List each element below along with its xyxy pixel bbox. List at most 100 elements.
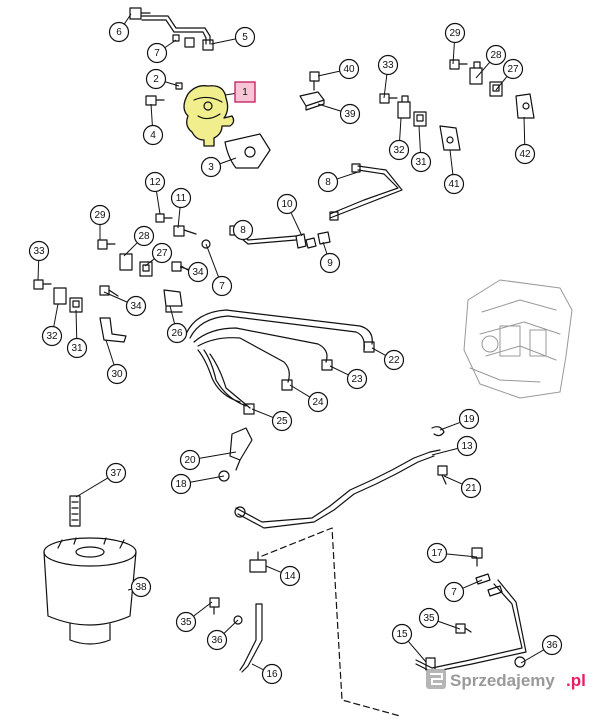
leader-line <box>165 81 180 87</box>
callout-33: 33 <box>28 240 50 262</box>
callout-39: 39 <box>339 103 361 125</box>
part-clip-32-top <box>397 95 411 119</box>
leader-line <box>205 243 219 277</box>
callout-27: 27 <box>502 58 524 80</box>
callout-label: 41 <box>448 179 460 190</box>
callout-2: 2 <box>145 68 167 90</box>
callout-5: 5 <box>234 26 256 48</box>
callout-15: 15 <box>391 623 413 645</box>
callout-label: 30 <box>111 369 123 380</box>
leader-line <box>251 408 273 418</box>
callout-bubble <box>279 565 301 587</box>
callout-label: 38 <box>135 582 147 593</box>
callout-3: 3 <box>200 156 222 178</box>
callout-23: 23 <box>346 368 368 390</box>
part-screw-33-top <box>379 93 398 104</box>
callout-label: 25 <box>276 416 288 427</box>
leader-line <box>210 38 236 45</box>
leader-line <box>123 242 138 257</box>
part-filter-element-37 <box>69 495 81 527</box>
callout-bubble <box>317 171 339 193</box>
callout-37: 37 <box>105 462 127 484</box>
callout-label: 34 <box>192 267 204 278</box>
part-screw-29-top <box>449 59 468 70</box>
leader-line <box>223 619 239 634</box>
callout-bubble <box>339 103 361 125</box>
leader-line <box>169 305 175 324</box>
callout-bubble <box>460 477 482 499</box>
callout-bubble <box>41 325 63 347</box>
callout-label: 11 <box>176 193 187 204</box>
leader-line <box>383 74 388 99</box>
callout-bubble <box>426 542 448 564</box>
part-line-5 <box>141 15 214 51</box>
callout-bubble <box>211 275 233 297</box>
callout-label: 24 <box>312 397 324 408</box>
leader-line <box>37 260 40 281</box>
part-gasket-3 <box>224 133 271 169</box>
callout-label: 35 <box>180 617 192 628</box>
callout-bubble <box>391 623 413 645</box>
part-bracket-26 <box>163 289 183 313</box>
leader-line <box>399 117 402 141</box>
callout-label: 5 <box>242 32 248 43</box>
leader-line <box>199 451 237 459</box>
callout-bubble <box>514 143 536 165</box>
leader-line <box>520 649 544 664</box>
part-nut-36-right <box>514 656 526 668</box>
callout-label: 31 <box>415 157 427 168</box>
callout-bubble <box>456 435 478 457</box>
part-return-line-13 <box>234 449 441 529</box>
part-dashed-hose <box>261 527 401 717</box>
part-injector-20 <box>229 427 253 471</box>
callout-7: 7 <box>211 275 233 297</box>
callout-bubble <box>232 219 254 241</box>
callout-label: 29 <box>449 28 461 39</box>
callout-bubble <box>145 68 167 90</box>
leader-line <box>156 191 161 215</box>
callout-label: 17 <box>431 548 443 559</box>
part-bracket-30 <box>99 317 127 343</box>
callout-bubble <box>319 252 341 274</box>
callout-bubble <box>234 81 256 103</box>
callout-33: 33 <box>377 54 399 76</box>
part-screw-35-left <box>209 597 220 615</box>
leader-line <box>124 13 132 24</box>
callout-label: 36 <box>546 640 558 651</box>
watermark: Sprzedajemy .pl <box>426 669 586 690</box>
callout-label: 21 <box>465 483 477 494</box>
leader-line <box>322 241 328 254</box>
callout-label: 18 <box>175 479 187 490</box>
callout-bubble <box>307 391 329 413</box>
leader-line <box>290 212 303 237</box>
callout-7: 7 <box>146 42 168 64</box>
callout-label: 39 <box>344 109 356 120</box>
callout-bubble <box>443 173 465 195</box>
callout-28: 28 <box>485 44 507 66</box>
leader-line <box>329 365 349 376</box>
callout-bubble <box>175 611 197 633</box>
leader-line <box>103 291 128 303</box>
callout-9: 9 <box>319 252 341 274</box>
callout-31: 31 <box>410 151 432 173</box>
part-washer-2 <box>175 82 183 90</box>
leader-line <box>408 641 427 663</box>
part-clip-19 <box>431 426 445 437</box>
callout-bubble <box>166 322 188 344</box>
callout-label: 32 <box>46 331 58 342</box>
leader-line <box>150 103 153 126</box>
callout-bubble <box>146 42 168 64</box>
leader-line <box>317 103 341 112</box>
callout-13: 13 <box>456 435 478 457</box>
leader-line <box>144 258 155 267</box>
callout-bubble <box>418 607 440 629</box>
part-bracket-42 <box>515 93 535 119</box>
leader-line <box>220 157 237 165</box>
part-clip-31-top <box>413 111 427 127</box>
callout-30: 30 <box>106 363 128 385</box>
callout-bubble <box>338 58 360 80</box>
callout-17: 17 <box>426 542 448 564</box>
callout-label: 13 <box>461 441 473 452</box>
part-bolt-34-upper <box>171 261 189 272</box>
